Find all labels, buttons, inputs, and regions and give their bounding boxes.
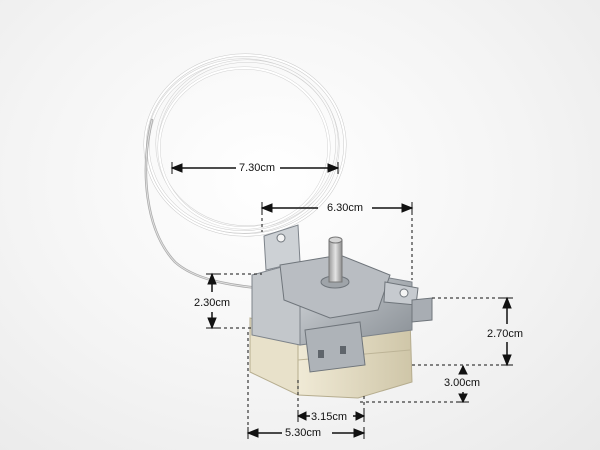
knob-shaft	[320, 236, 350, 289]
capillary-coil	[143, 53, 347, 290]
dimension-label-coil-width: 7.30cm	[239, 162, 276, 174]
dimension-label-bracket-height: 2.30cm	[194, 297, 231, 309]
dimension-label-base-height: 3.00cm	[444, 377, 481, 389]
dimension-label-base-width: 3.15cm	[311, 411, 348, 423]
dimension-label-right-height: 2.70cm	[487, 328, 524, 340]
dimension-label-total-width: 5.30cm	[285, 427, 322, 439]
dimension-label-body-width-top: 6.30cm	[327, 202, 364, 214]
dimension-lines	[170, 162, 513, 439]
